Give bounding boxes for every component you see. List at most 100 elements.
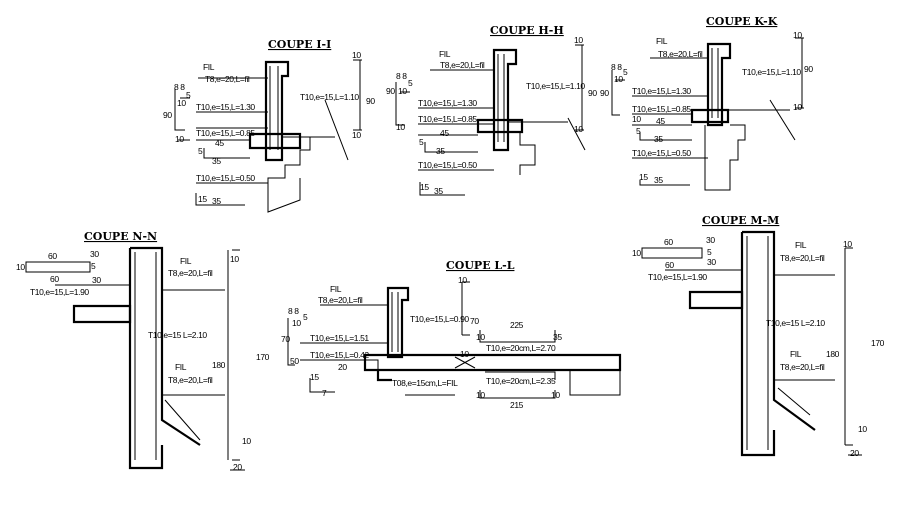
rebar-annotation: T10,e=15,L=1.30 [632,86,691,96]
dimension-label: 5 [623,67,628,77]
rebar-annotation: T10,e=15,L=1.30 [196,102,255,112]
dimension-label: 10 [352,50,361,60]
section-title-ii: COUPE I-I [268,38,331,51]
dimension-label: 50 [290,356,299,366]
section-nn-geometry [25,246,245,471]
rebar-annotation: T8,e=20,L=fil [440,60,485,70]
rebar-annotation: T10,e=15,L=1.90 [648,272,707,282]
section-hh-geometry [395,44,586,196]
rebar-annotation: T10,e=15 L=2.10 [148,330,207,340]
dimension-label: 45 [215,138,224,148]
rebar-annotation: T10,e=15 L=2.10 [766,318,825,328]
dimension-label: 10 [175,134,184,144]
dimension-label: 15 [420,182,429,192]
dimension-label: 60 [50,274,59,284]
section-title-hh: COUPE H-H [490,24,564,37]
rebar-annotation: T10,e=15,L=0.85 [196,128,255,138]
dimension-label: 30 [706,235,715,245]
dimension-label: 20 [850,448,859,458]
dimension-label: 15 [310,372,319,382]
fil-label: FIL [180,256,192,266]
fil-label: FIL [203,62,215,72]
rebar-annotation: T10,e=20cm,L=2.70 [486,343,556,353]
dimension-label: 10 [396,122,405,132]
dimension-label: 10 [574,35,583,45]
dimension-label: 5 [91,261,96,271]
dimension-label: 60 [665,260,674,270]
section-title-nn: COUPE N-N [84,230,157,243]
dimension-label: 45 [440,128,449,138]
dimension-label: 10 [793,30,802,40]
dimension-label: 10 [177,98,186,108]
dimension-label: 10 [551,390,560,400]
rebar-annotation: T10,e=15,L=0.50 [196,173,255,183]
rebar-annotation: T10,e=15,L=0.85 [418,114,477,124]
dimension-label: 10 [352,130,361,140]
rebar-annotation: T8,e=20,L=fil [168,375,213,385]
rebar-annotation: T8,e=20,L=fil [658,49,703,59]
dimension-label: 10 [460,349,469,359]
fil-label: FIL [795,240,807,250]
rebar-annotation: T10,e=20cm,L=2.35 [486,376,556,386]
dimension-label: 35 [212,156,221,166]
fil-label: FIL [175,362,187,372]
dimension-label: 5 [408,78,413,88]
rebar-annotation: T10,e=15,L=1.51 [310,333,369,343]
dimension-label: 15 [198,194,207,204]
rebar-annotation: T10,e=15,L=0.90 [410,314,469,324]
rebar-annotation: T8,e=20,L=fil [205,74,250,84]
dimension-label: 60 [48,251,57,261]
rebar-annotation: T8,e=20,L=fil [168,268,213,278]
dimension-label: 8 8 [288,306,299,316]
dimension-label: 35 [654,175,663,185]
dimension-label: 7 [322,388,327,398]
dimension-label: 10 [458,275,467,285]
dimension-label: 90 [600,88,609,98]
dimension-label: 35 [434,186,443,196]
rebar-annotation: T10,e=15,L=1.10 [742,67,801,77]
dimension-label: 215 [510,400,524,410]
dimension-label: 10 [858,424,867,434]
dimension-label: 5 [636,126,641,136]
dimension-label: 180 [826,349,840,359]
rebar-annotation: T8,e=20,L=fil [318,295,363,305]
dimension-label: 35 [553,332,562,342]
dimension-label: 10 [614,74,623,84]
rebar-annotation: T10,e=15,L=1.10 [300,92,359,102]
dimension-label: 90 [386,86,395,96]
dimension-label: 10 [292,318,301,328]
rebar-annotation: T10,e=15,L=1.30 [418,98,477,108]
dimension-label: 35 [436,146,445,156]
section-title-ll: COUPE L-L [446,259,515,272]
dimension-label: 8 8 [611,62,622,72]
fil-label: FIL [790,349,802,359]
rebar-annotation: T10,e=15,L=1.10 [526,81,585,91]
dimension-label: 10 [843,239,852,249]
dimension-label: 20 [338,362,347,372]
section-ll-geometry [287,281,622,399]
rebar-annotation: T10,e=15,L=0.50 [632,148,691,158]
dimension-label: 5 [198,146,203,156]
dimension-label: 70 [281,334,290,344]
dimension-label: 10 [230,254,239,264]
dimension-label: 30 [92,275,101,285]
dimension-label: 10 [574,124,583,134]
rebar-annotation: T08,e=15cm,L=FIL [392,378,458,388]
section-title-kk: COUPE K-K [706,15,778,28]
dimension-label: 90 [366,96,375,106]
dimension-label: 10 [632,114,641,124]
rebar-annotation: T8,e=20,L=fil [780,253,825,263]
dimension-label: 5 [303,312,308,322]
dimension-label: 35 [654,134,663,144]
dimension-label: 225 [510,320,524,330]
rebar-annotation: T10,e=15,L=1.90 [30,287,89,297]
dimension-label: 10 [398,86,407,96]
dimension-label: 8 8 [396,71,407,81]
section-kk-geometry [611,37,804,191]
dimension-label: 20 [233,462,242,472]
fil-label: FIL [656,36,668,46]
dimension-label: 90 [804,64,813,74]
dimension-label: 5 [186,90,191,100]
dimension-label: 5 [419,137,424,147]
